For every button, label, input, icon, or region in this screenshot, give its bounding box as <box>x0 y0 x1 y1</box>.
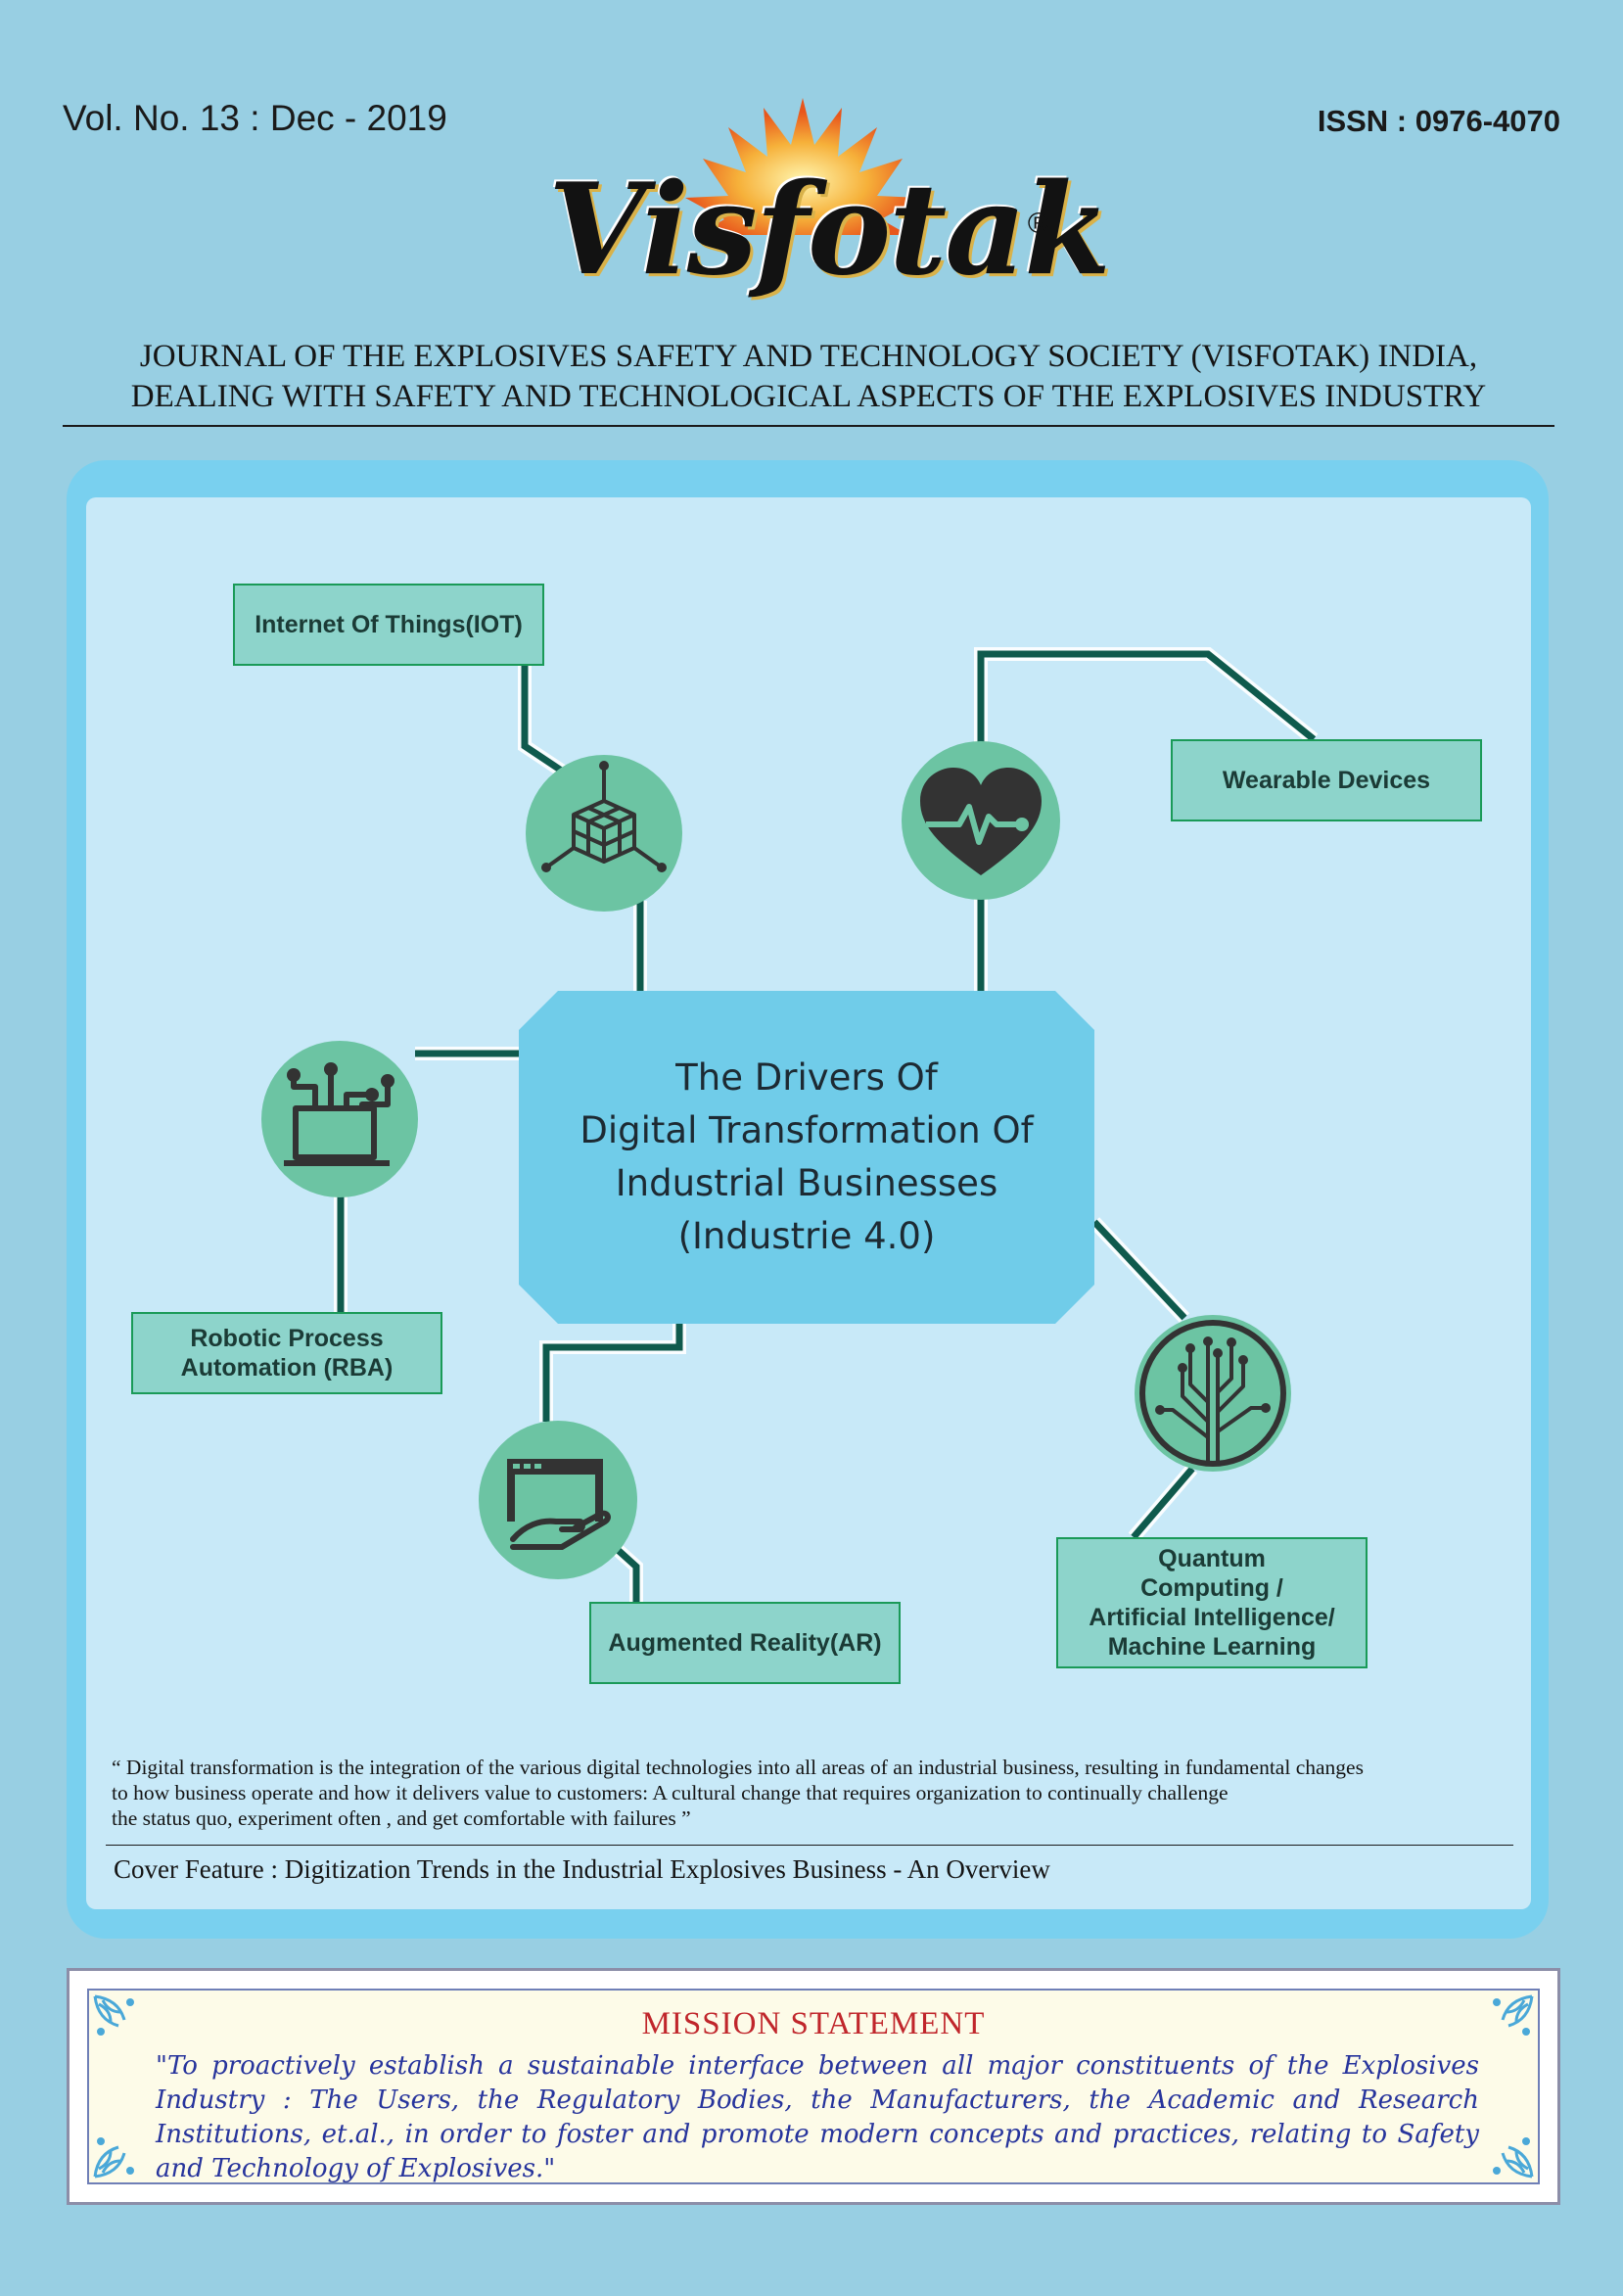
node-rpa-line-2: Automation (RBA) <box>180 1354 394 1382</box>
circuit-monitor-icon <box>261 1041 418 1197</box>
corner-flourish-icon <box>93 1994 134 2036</box>
quote-line-2: to how business operate and how it deliv… <box>112 1781 1229 1804</box>
node-quantum-label: Quantum Computing / Artificial Intellige… <box>1089 1544 1334 1662</box>
journal-description: JOURNAL OF THE EXPLOSIVES SAFETY AND TEC… <box>63 337 1554 417</box>
hand-window-icon <box>479 1421 637 1579</box>
node-rpa-label: Robotic Process Automation (RBA) <box>181 1324 394 1382</box>
center-line-3: Industrial Businesses <box>615 1162 998 1204</box>
node-quantum-line-1: Quantum <box>1158 1545 1266 1572</box>
corner-flourish-icon <box>1493 1994 1534 2036</box>
mission-statement-box: MISSION STATEMENT "To proactively establ… <box>67 1968 1560 2205</box>
quote-divider <box>106 1845 1513 1846</box>
issn-label: ISSN : 0976-4070 <box>1317 104 1560 138</box>
corner-flourish-icon <box>1493 2137 1534 2179</box>
header-divider <box>63 425 1554 427</box>
center-line-1: The Drivers Of <box>675 1056 938 1099</box>
quote-line-1: “ Digital transformation is the integrat… <box>112 1756 1364 1779</box>
sunburst-icon <box>685 98 920 235</box>
node-wearable-devices: Wearable Devices <box>1171 739 1482 821</box>
registered-mark: ® <box>1027 208 1049 240</box>
center-topic-box: The Drivers Of Digital Transformation Of… <box>519 991 1094 1324</box>
digital-transformation-quote: “ Digital transformation is the integrat… <box>112 1755 1511 1831</box>
quote-line-3: the status quo, experiment often , and g… <box>112 1806 691 1830</box>
visfotak-logo: Visfotak ® <box>548 88 1111 313</box>
tree-circuit-icon <box>1135 1315 1291 1472</box>
node-quantum-computing: Quantum Computing / Artificial Intellige… <box>1056 1537 1368 1668</box>
center-line-4: (Industrie 4.0) <box>677 1215 936 1257</box>
node-quantum-line-4: Machine Learning <box>1107 1633 1317 1661</box>
journal-line-1: JOURNAL OF THE EXPLOSIVES SAFETY AND TEC… <box>139 339 1478 374</box>
node-wearable-label: Wearable Devices <box>1222 767 1431 794</box>
node-ar-label: Augmented Reality(AR) <box>608 1629 882 1657</box>
mission-statement-frame: MISSION STATEMENT "To proactively establ… <box>87 1989 1540 2184</box>
node-iot: Internet Of Things(IOT) <box>233 584 544 666</box>
node-rpa-line-1: Robotic Process <box>190 1325 384 1352</box>
center-topic-text: The Drivers Of Digital Transformation Of… <box>580 1052 1033 1263</box>
center-line-2: Digital Transformation Of <box>580 1109 1034 1151</box>
node-quantum-line-2: Computing / <box>1140 1574 1283 1602</box>
mission-statement-text: "To proactively establish a sustainable … <box>156 2051 1479 2183</box>
node-augmented-reality: Augmented Reality(AR) <box>589 1602 901 1684</box>
logo-wordmark: Visfotak <box>548 157 1111 304</box>
node-quantum-line-3: Artificial Intelligence/ <box>1089 1604 1335 1631</box>
volume-label: Vol. No. 13 : Dec - 2019 <box>63 98 447 138</box>
cube-network-icon <box>526 755 682 912</box>
node-robotic-process-automation: Robotic Process Automation (RBA) <box>131 1312 442 1394</box>
node-iot-label: Internet Of Things(IOT) <box>255 611 523 638</box>
heart-pulse-icon <box>902 741 1060 900</box>
cover-feature-title: Cover Feature : Digitization Trends in t… <box>114 1854 1050 1884</box>
corner-flourish-icon <box>93 2137 134 2179</box>
journal-line-2: DEALING WITH SAFETY AND TECHNOLOGICAL AS… <box>130 379 1487 414</box>
mission-statement-title: MISSION STATEMENT <box>641 2006 986 2041</box>
